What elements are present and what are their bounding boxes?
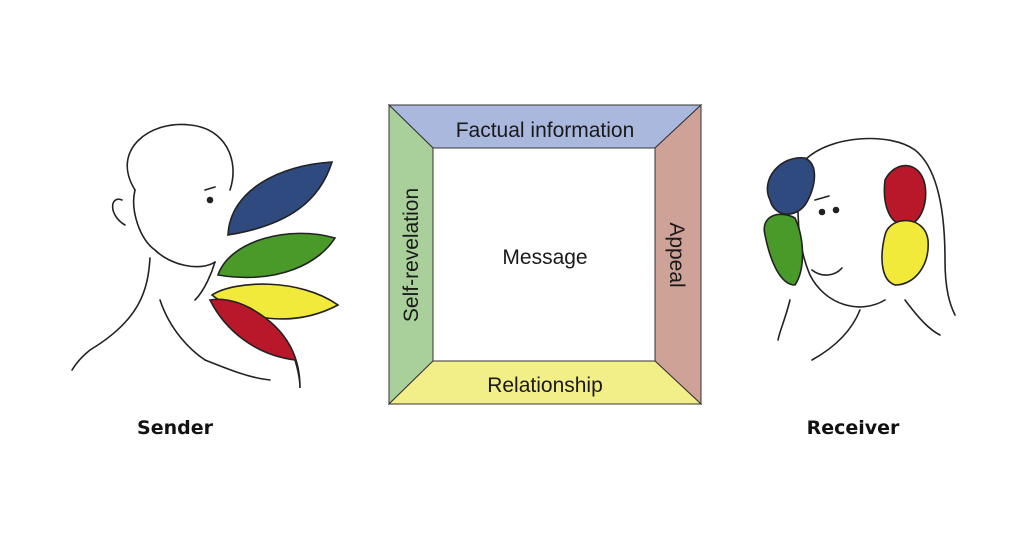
receiver-red-ear (883, 164, 927, 226)
sender-label: Sender (137, 417, 214, 439)
sender-figure (71, 123, 340, 389)
factual-information-label: Factual information (456, 119, 635, 142)
relationship-label: Relationship (487, 374, 603, 397)
receiver-label: Receiver (807, 417, 900, 439)
receiver-green-ear (763, 213, 804, 286)
sender-red-leaf (208, 298, 301, 389)
message-label: Message (502, 246, 587, 269)
self-revelation-label: Self-revelation (400, 188, 423, 322)
receiver-figure (763, 137, 956, 361)
receiver-blue-ear (766, 157, 816, 215)
message-center (432, 147, 656, 362)
sender-green-leaf (216, 232, 337, 279)
sender-blue-leaf (227, 161, 334, 236)
receiver-yellow-ear (881, 219, 929, 286)
appeal-label: Appeal (665, 222, 688, 287)
message-square: Factual information Relationship Message… (387, 103, 703, 406)
